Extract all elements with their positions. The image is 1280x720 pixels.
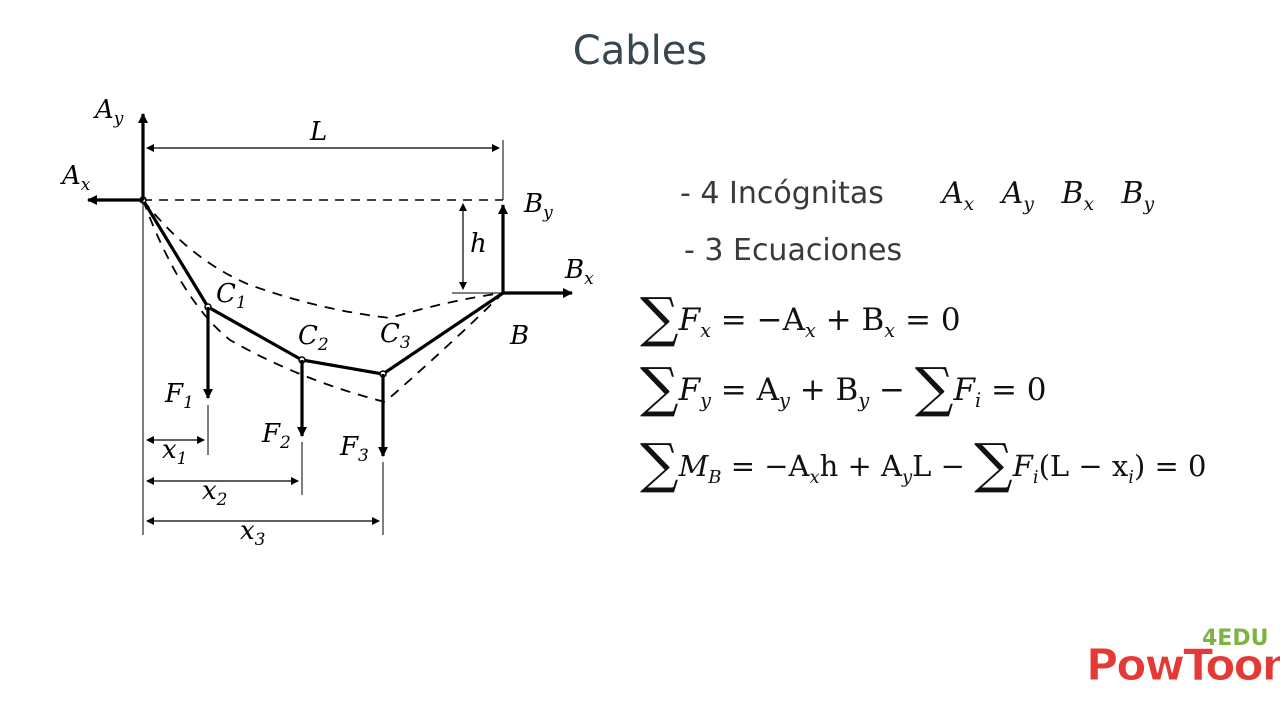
equation-sum-fy: ∑Fy = Ay + By − ∑Fi = 0 — [640, 356, 1047, 419]
powtoon-logo: PowToon 4EDU — [1085, 626, 1280, 700]
label-h: h — [470, 229, 487, 259]
label-x2: x2 — [202, 476, 228, 510]
label-x3: x3 — [240, 516, 266, 550]
label-Ay: Ay — [93, 95, 124, 129]
logo-edu-text: 4EDU — [1202, 626, 1269, 651]
unknown-Ax: Ax — [942, 176, 975, 215]
equation-sum-mb: ∑MB = −Axh + AyL − ∑Fi(L − xi) = 0 — [640, 432, 1207, 495]
label-By: By — [523, 189, 553, 223]
cable-diagram: Ay Ax L h By Bx B C1 C2 C3 F1 F2 F3 x1 x… — [60, 95, 594, 550]
label-C3: C3 — [380, 319, 411, 353]
unknown-By: By — [1121, 176, 1155, 215]
upper-dashed-cable — [142, 199, 504, 319]
equation-sum-fx: ∑Fx = −Ax + Bx = 0 — [640, 286, 961, 349]
label-C1: C1 — [216, 279, 247, 313]
logo-main-text: PowToon — [1085, 640, 1280, 692]
unknown-Ay: Ay — [1001, 176, 1034, 215]
label-C2: C2 — [298, 321, 329, 355]
bullet-equations: - 3 Ecuaciones — [684, 233, 903, 268]
label-F3: F3 — [339, 432, 369, 466]
unknown-Bx: Bx — [1061, 176, 1094, 215]
label-F2: F2 — [261, 419, 291, 453]
unknowns-list: Ax Ay Bx By — [942, 176, 1172, 215]
label-Ax: Ax — [60, 161, 91, 195]
slide-title: Cables — [572, 28, 708, 74]
bullet-unknowns: - 4 Incógnitas — [680, 176, 884, 211]
label-B: B — [509, 321, 529, 351]
label-F1: F1 — [164, 379, 194, 413]
label-Bx: Bx — [564, 255, 594, 289]
lower-dashed-cable — [142, 199, 504, 403]
label-L: L — [309, 117, 327, 147]
label-x1: x1 — [162, 435, 188, 469]
